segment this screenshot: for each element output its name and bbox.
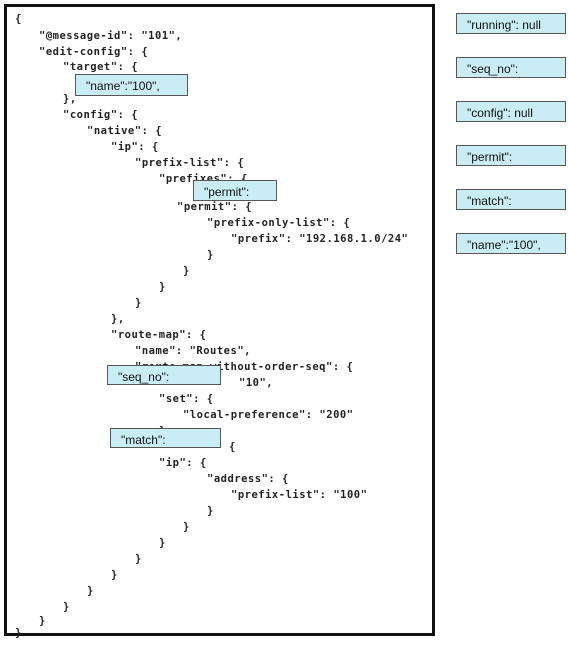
code-line: "10", — [239, 377, 274, 389]
code-line: }, — [63, 93, 77, 105]
option-permit[interactable]: "permit": — [456, 145, 566, 166]
code-line: "prefix": "192.168.1.0/24" — [231, 233, 409, 245]
code-line: "prefix-only-list": { — [207, 217, 351, 229]
code-line: } — [183, 521, 190, 533]
code-line: } — [135, 553, 142, 565]
code-panel: { "@message-id": "101", "edit-config": {… — [4, 4, 435, 639]
drop-target-target-name[interactable]: "name":"100", — [75, 74, 188, 96]
drop-target-prefixes-permit[interactable]: "permit": — [193, 180, 277, 201]
code-line: } — [111, 569, 118, 581]
json-code: { "@message-id": "101", "edit-config": {… — [7, 7, 432, 639]
code-line: } — [135, 297, 142, 309]
code-line: "ip": { — [159, 457, 207, 469]
code-line: { — [229, 441, 236, 453]
code-line: "config": { — [63, 109, 139, 121]
code-line: } — [15, 627, 22, 639]
code-line: "prefix-list": "100" — [231, 489, 368, 501]
code-line: "name": "Routes", — [135, 345, 251, 357]
code-line: "permit": { — [177, 201, 253, 213]
code-line: "set": { — [159, 393, 214, 405]
code-line: "native": { — [87, 125, 163, 137]
drop-target-seq-no[interactable]: "seq_no": — [107, 365, 221, 385]
code-line: } — [207, 505, 214, 517]
option-match[interactable]: "match": — [456, 189, 566, 210]
code-line: "route-map": { — [111, 329, 207, 341]
code-line: "edit-config": { — [39, 46, 149, 58]
code-line: } — [63, 601, 70, 613]
code-line: "prefix-list": { — [135, 157, 245, 169]
code-line: "local-preference": "200" — [183, 409, 354, 421]
code-line: } — [183, 265, 190, 277]
code-line: } — [87, 585, 94, 597]
option-seq-no[interactable]: "seq_no": — [456, 57, 566, 78]
code-line: } — [159, 281, 166, 293]
code-line: "target": { — [63, 61, 139, 73]
drop-target-match[interactable]: "match": — [110, 428, 221, 448]
code-line: }, — [111, 313, 125, 325]
option-config-null[interactable]: "config": null — [456, 101, 566, 122]
option-name-100[interactable]: "name":"100", — [456, 233, 566, 254]
code-line: } — [159, 537, 166, 549]
code-line: "address": { — [207, 473, 289, 485]
code-line: { — [15, 13, 22, 25]
option-running-null[interactable]: "running": null — [456, 13, 566, 34]
code-line: } — [39, 615, 46, 627]
code-line: "ip": { — [111, 141, 159, 153]
code-line: "@message-id": "101", — [39, 30, 183, 42]
code-line: } — [207, 249, 214, 261]
